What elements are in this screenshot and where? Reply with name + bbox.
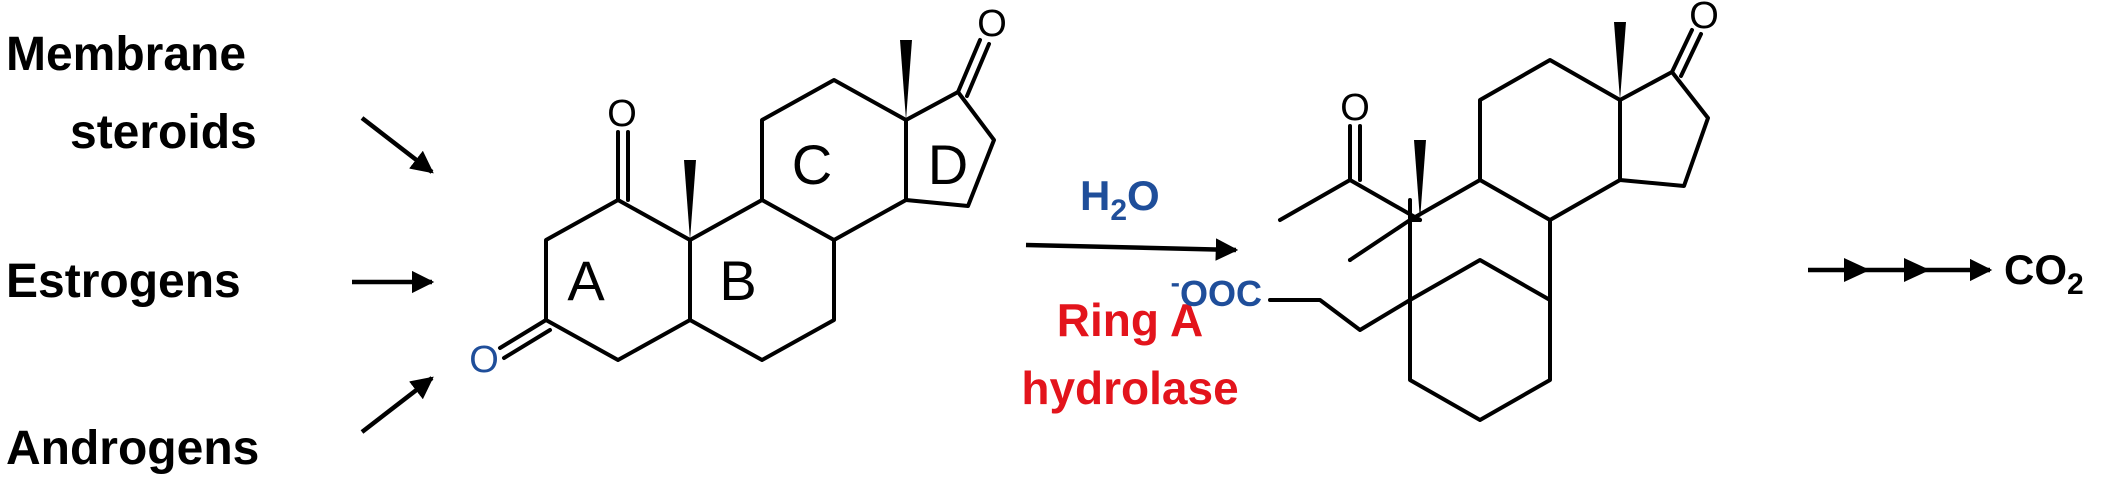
source-labels: Membrane steroids Estrogens Androgens [6,28,259,475]
reagent-label: H2O [1080,172,1160,227]
product-molecule: O O -OOC [1171,0,1719,422]
carboxylate-chain [1268,298,1412,332]
co2-main: CO [2004,246,2067,293]
ring-d-label: D [928,133,968,196]
substrate-molecule: O O O A B C D [469,3,1007,381]
reagent-h: H [1080,172,1110,219]
c17-oxygen: O [977,3,1007,45]
enzyme-label-line1: Ring A [1057,294,1204,346]
estrogens-label: Estrogens [6,255,241,308]
ring-a-label: A [567,249,605,312]
product-ring-d-bonds [1618,70,1710,188]
membrane-label-line1: Membrane [6,28,246,81]
androgens-label: Androgens [6,422,259,475]
product-ring-b-bonds [1408,178,1552,302]
carboxylate-text: OOC [1180,273,1262,314]
ring-b-label: B [719,249,756,312]
ring-c-bonds [760,78,908,242]
multistep-chevron-1 [1844,258,1870,282]
co2-subscript: 2 [2067,268,2084,301]
c1-oxygen: O [607,93,637,135]
reagent-subscript: 2 [1110,194,1127,227]
acetyl-bond [1348,178,1422,222]
enzyme-label-line2: hydrolase [1021,362,1238,414]
product-c18-methyl-wedge [1614,22,1626,100]
reaction-step: H2O Ring A hydrolase [1021,172,1238,414]
multistep-arrow-group: CO2 [1808,246,2084,301]
androgens-arrow [360,376,434,434]
acetyl-oxygen: O [1340,87,1370,129]
c17-ketone-bond [956,38,982,94]
product-c17-ketone-bond [1670,28,1694,74]
co2-label: CO2 [2004,246,2084,301]
reaction-arrow [1025,238,1239,261]
product-ring-c-bonds [1478,58,1622,222]
c3-ketone-bond [498,318,548,350]
membrane-arrow [360,116,434,174]
input-arrows [352,116,435,434]
ring-b-bonds [688,198,836,362]
product-c19-methyl-wedge [1414,140,1426,220]
ring-d-bonds [904,90,996,208]
c18-methyl-wedge [900,40,912,120]
carboxylate-label: -OOC [1171,267,1262,314]
membrane-label-line2: steroids [70,106,257,159]
carboxylate-charge: - [1171,267,1180,298]
ring-c-label: C [792,133,832,196]
multistep-chevron-2 [1904,258,1930,282]
c19-methyl-wedge [684,160,696,240]
c3-oxygen: O [469,339,499,381]
product-c17-oxygen: O [1689,0,1719,37]
reagent-o: O [1127,172,1160,219]
acetyl-methyl-bond [1278,178,1352,222]
